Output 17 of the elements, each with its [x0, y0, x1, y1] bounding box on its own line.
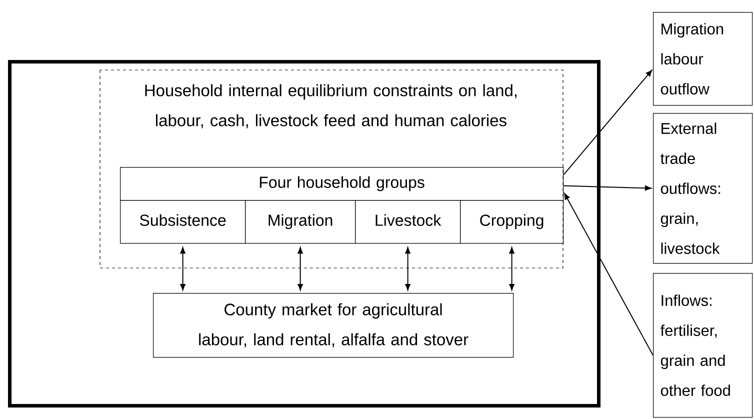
process-box: Subsistence	[120, 200, 246, 244]
process-box: Four household groups	[120, 167, 564, 201]
process-box: Livestock	[355, 200, 461, 244]
arrow	[405, 247, 410, 290]
flow-box: Inflows: fertiliser, grain and other food	[653, 273, 753, 418]
arrow	[298, 247, 303, 290]
arrow	[564, 193, 654, 356]
arrow	[563, 185, 652, 191]
process-box: Cropping	[460, 200, 564, 244]
process-box: County market for agricultural labour, land rental, alfalfa and stover	[153, 293, 514, 358]
flow-box: External trade outflows: grain, livestock	[653, 113, 753, 264]
arrow	[563, 70, 652, 176]
process-box: Migration	[245, 200, 356, 244]
arrow	[180, 247, 186, 290]
arrow	[509, 247, 514, 290]
flow-box: Migration labour outflow	[653, 12, 753, 106]
outer-box	[8, 60, 600, 408]
